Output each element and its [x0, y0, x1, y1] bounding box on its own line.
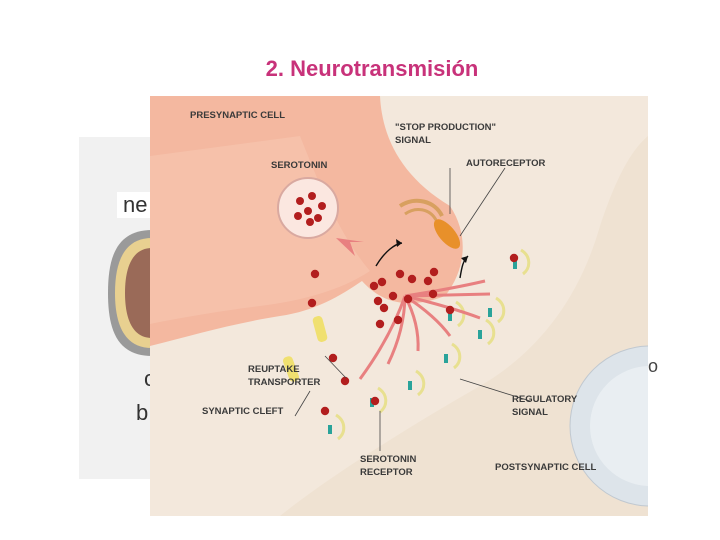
- serotonin-receptor: [513, 260, 517, 269]
- serotonin-molecule: [307, 298, 317, 308]
- serotonin-receptor: [448, 312, 452, 321]
- background-cell-fragment: [108, 230, 152, 356]
- vesicle-molecule: [304, 207, 312, 215]
- background-text-o: o: [648, 356, 659, 376]
- serotonin-molecule: [423, 276, 433, 286]
- label-leader-lines: [294, 167, 531, 451]
- serotonin-receptors: [328, 248, 531, 441]
- background-text-ne: ne: [117, 192, 154, 218]
- serotonin-molecule: [407, 274, 417, 284]
- vesicle-molecule: [318, 202, 326, 210]
- vesicle-molecules: [294, 192, 326, 226]
- label-regulatory-signal: SIGNAL: [512, 407, 548, 418]
- label-serotonin-receptor: SEROTONIN: [360, 454, 416, 465]
- regulatory-signal-wave: [377, 386, 388, 414]
- release-arrows: [358, 279, 491, 380]
- vesicle-molecule: [314, 214, 322, 222]
- background-text-c: c: [144, 366, 155, 392]
- serotonin-molecule: [310, 269, 320, 279]
- regulatory-signal-wave: [415, 369, 426, 397]
- serotonin-molecule: [429, 267, 439, 277]
- label-synaptic-cleft: SYNAPTIC CLEFT: [202, 406, 283, 417]
- serotonin-molecule: [320, 406, 330, 416]
- serotonin-molecule: [375, 319, 385, 329]
- label-autoreceptor: AUTORECEPTOR: [466, 158, 545, 169]
- serotonin-receptor: [478, 330, 482, 339]
- release-arrow: [358, 295, 407, 380]
- label-receptor: RECEPTOR: [360, 467, 413, 478]
- postsynaptic-cell-shape: [280, 136, 648, 516]
- regulatory-signal-wave: [485, 318, 496, 346]
- serotonin-molecule: [428, 289, 438, 299]
- regulatory-signal-wave: [495, 296, 506, 324]
- vesicle-molecule: [308, 192, 316, 200]
- label-reuptake: REUPTAKE: [248, 364, 300, 375]
- label-serotonin: SEROTONIN: [271, 160, 327, 171]
- autoreceptor-icon: [398, 198, 461, 249]
- slide-title: 2. Neurotransmisión: [265, 56, 479, 81]
- vesicle-molecule: [306, 218, 314, 226]
- serotonin-molecule: [379, 303, 389, 313]
- vesicle-molecule: [296, 197, 304, 205]
- serotonin-receptor: [408, 381, 412, 390]
- regulatory-signal-wave: [520, 248, 531, 276]
- serotonin-receptor: [444, 354, 448, 363]
- serotonin-molecule: [395, 269, 405, 279]
- reuptake-transporter-icon: [282, 316, 328, 382]
- synapse-svg: PRESYNAPTIC CELL "STOP PRODUCTION" SIGNA…: [150, 96, 648, 516]
- release-arrow: [404, 294, 481, 320]
- serotonin-molecule: [328, 353, 338, 363]
- free-serotonin-molecules: [307, 253, 519, 416]
- label-stop-production-signal: SIGNAL: [395, 135, 431, 146]
- synapse-illustration: PRESYNAPTIC CELL "STOP PRODUCTION" SIGNA…: [150, 96, 648, 516]
- regulatory-signal-wave: [335, 413, 346, 441]
- label-stop-production: "STOP PRODUCTION": [395, 122, 496, 133]
- serotonin-molecule: [373, 296, 383, 306]
- regulatory-signal-wave: [455, 300, 466, 328]
- serotonin-molecule: [370, 396, 380, 406]
- nucleus-highlight: [590, 366, 648, 486]
- vesicle-molecule: [294, 212, 302, 220]
- release-arrow: [404, 279, 486, 298]
- background-text-b: b: [136, 400, 149, 425]
- regulatory-signal-wave: [451, 342, 462, 370]
- serotonin-molecule: [388, 291, 398, 301]
- serotonin-molecule: [393, 315, 403, 325]
- serotonin-molecule: [509, 253, 519, 263]
- label-postsynaptic-cell: POSTSYNAPTIC CELL: [495, 462, 597, 473]
- serotonin-molecule: [340, 376, 350, 386]
- serotonin-receptor: [328, 425, 332, 434]
- serotonin-molecule: [445, 305, 455, 315]
- label-presynaptic-cell: PRESYNAPTIC CELL: [190, 110, 285, 121]
- label-regulatory: REGULATORY: [512, 394, 578, 405]
- serotonin-molecule: [403, 294, 413, 304]
- serotonin-molecule: [377, 277, 387, 287]
- serotonin-receptor: [488, 308, 492, 317]
- release-arrow: [386, 295, 407, 365]
- release-direction-arrow: [336, 238, 364, 256]
- serotonin-molecule: [369, 281, 379, 291]
- label-transporter: TRANSPORTER: [248, 377, 320, 388]
